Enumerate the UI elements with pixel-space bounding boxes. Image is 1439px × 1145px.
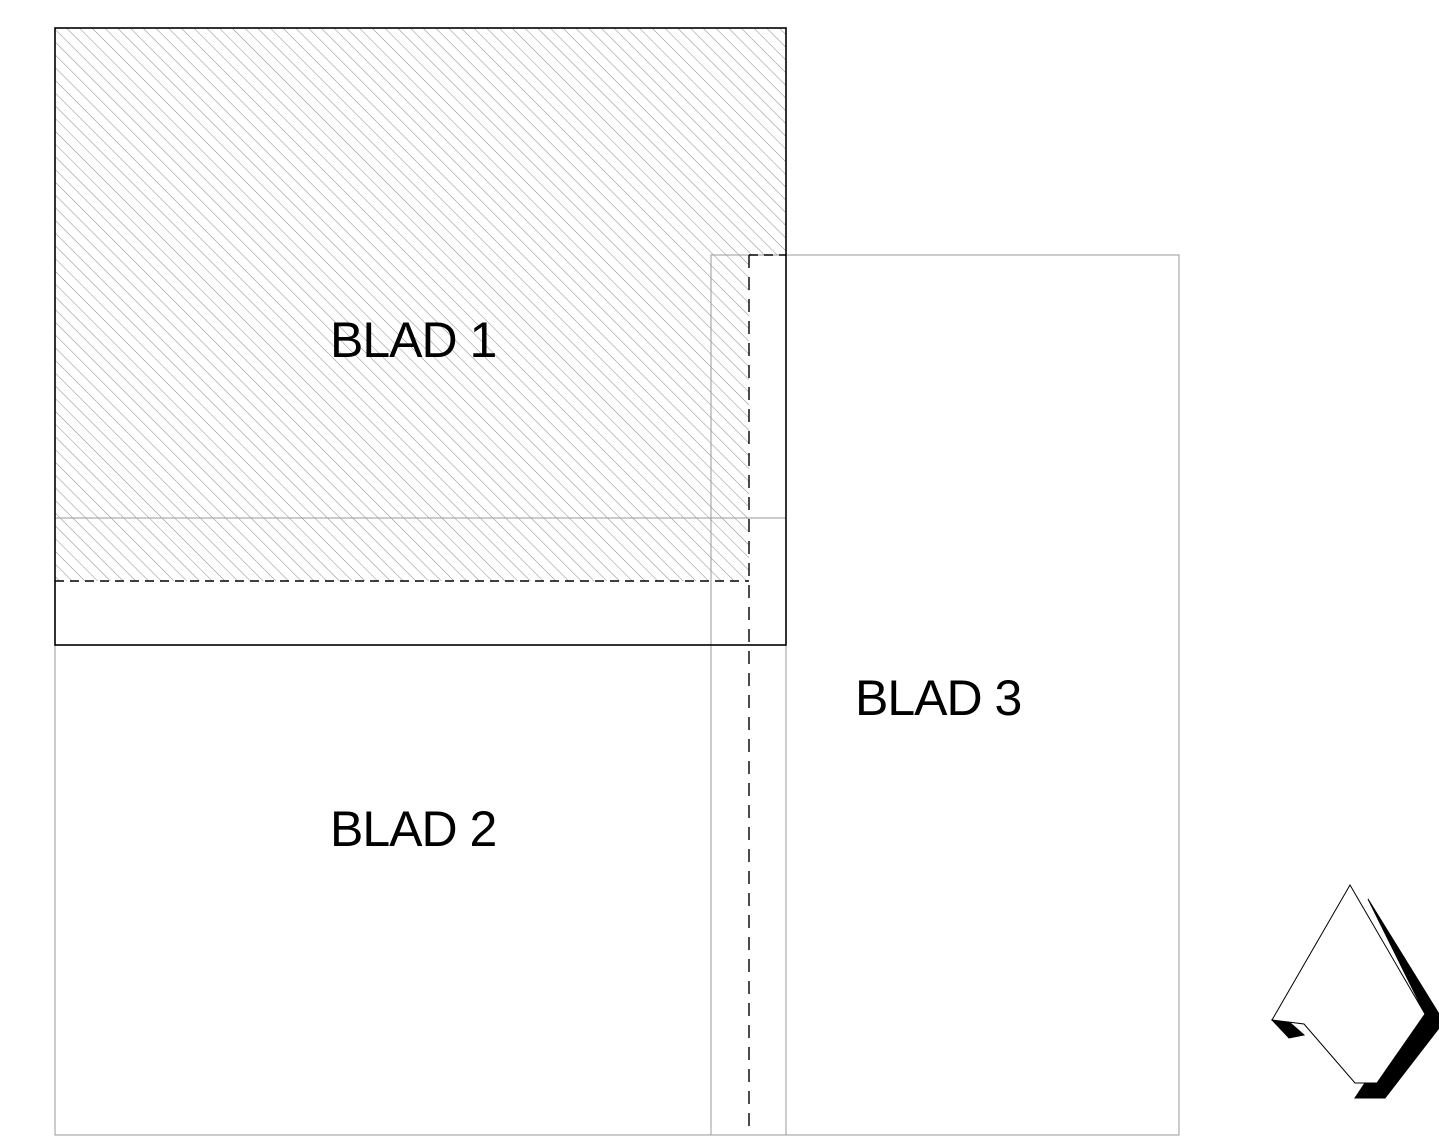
blad-3-frame — [710, 254, 1180, 1136]
blad-1-label: BLAD 1 — [330, 312, 496, 368]
blad-3-label: BLAD 3 — [855, 670, 1021, 726]
blad-2-frame — [54, 517, 787, 1136]
blad-1-hatch-area — [55, 28, 786, 581]
blad-2-label: BLAD 2 — [330, 801, 496, 857]
north-arrow-icon — [1270, 884, 1439, 1099]
blad-1-frame — [54, 27, 787, 646]
